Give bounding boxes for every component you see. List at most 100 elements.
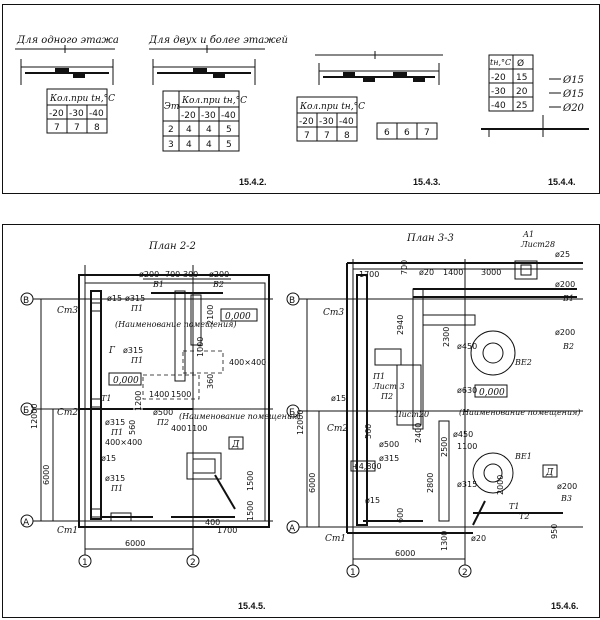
t2-temp-3: -40 [221, 111, 236, 121]
p33-d315a: ø315 [379, 454, 399, 463]
t3-extra-3: 7 [424, 128, 430, 138]
p22-h1000: 1000 [196, 337, 205, 357]
p22-h1100: 1100 [187, 424, 207, 433]
p22-h1500a: 1500 [171, 390, 191, 399]
p33-st1: Ст1 [325, 534, 346, 544]
bottom-figures-svg: План 2-2 В Б А 1 2 12000 6000 6000 [20, 230, 583, 611]
p33-d200c: ø200 [557, 482, 577, 491]
p22-dim-6000: 6000 [42, 465, 51, 485]
p22-d315a: ø315 [125, 294, 145, 303]
fig-label-15-4-6: 15.4.6. [551, 601, 579, 611]
t3-temp-2: -30 [319, 117, 334, 127]
p33-dim-6000: 6000 [308, 473, 317, 493]
t1-val-3: 8 [94, 123, 100, 133]
p33-be1: ВЕ1 [514, 452, 532, 461]
t4-row2-d: 20 [516, 87, 528, 97]
p22-h360: 360 [206, 374, 215, 389]
p22-room-b: (Наименование помещения) [179, 412, 301, 421]
t3-temp-3: -40 [339, 117, 354, 127]
p33-h1400: 1400 [443, 268, 463, 277]
fig-15-4-6-plan-3-3: План 3-3 В Б А 1 2 12000 6000 6000 Ст3 С… [286, 230, 583, 611]
p22-st1: Ст1 [57, 526, 78, 536]
p33-h1700: 1700 [359, 270, 379, 279]
fig-15-4-2-one-floor: Для одного этажа Кол.при tн,°С -20 -30 -… [15, 35, 119, 134]
plan-2-2-title: План 2-2 [148, 241, 196, 252]
t2-row2-floor: 3 [168, 140, 174, 150]
t3-temp-1: -20 [299, 117, 314, 127]
fig-15-4-3: Кол.при tн,°С -20 -30 -40 7 7 8 6 6 7 15… [296, 51, 443, 187]
p22-level-b: 0,000 [113, 376, 139, 386]
p33-a1: А1 [522, 230, 534, 239]
p22-h400b: 400 [205, 518, 220, 527]
p22-d200b: ø200 [209, 270, 229, 279]
p22-400x400a: 400×400 [229, 358, 266, 367]
p22-b1: В1 [152, 280, 164, 289]
p22-h1500b: 1500 [246, 471, 255, 491]
fig-label-15-4-5: 15.4.5. [238, 601, 266, 611]
t2-row1-floor: 2 [168, 125, 174, 135]
p22-h400a: 400 [171, 424, 186, 433]
p22-p1c: П1 [110, 428, 123, 437]
fig-15-4-2-two-floors: Для двух и более этажей Эт Кол.при tн,°С… [148, 35, 288, 187]
p33-axis-2-label: 2 [462, 568, 468, 578]
p33-st2: Ст2 [327, 424, 348, 434]
p33-axis-v-label: В [289, 296, 295, 306]
t3-extra-2: 6 [404, 128, 410, 138]
p22-d700: 700 [165, 270, 180, 279]
p33-d630: ø630 [457, 386, 477, 395]
p33-d450a: ø450 [457, 342, 477, 351]
p33-h2500: 2500 [440, 437, 449, 457]
t2-row1-v1: 4 [186, 125, 192, 135]
p33-p2: П2 [380, 392, 393, 401]
p22-h1400: 1400 [149, 390, 169, 399]
p22-d315c: ø315 [105, 418, 125, 427]
t4-header-d: Ø [517, 58, 524, 69]
fig-label-15-4-4: 15.4.4. [548, 177, 576, 187]
p22-p2: П2 [156, 418, 169, 427]
fig-15-4-4: tн,°С Ø -20 15 -30 20 -40 25 Ø15 Ø15 Ø20… [481, 54, 589, 187]
p22-h1200: 1200 [134, 391, 143, 411]
t3-header: Кол.при tн,°С [299, 102, 365, 112]
t1-temp-3: -40 [89, 109, 104, 119]
p22-t1: Т1 [101, 394, 111, 403]
t4-row1-d: 15 [516, 73, 527, 83]
p33-fan-be1 [472, 452, 514, 494]
t4-row1-t: -20 [491, 73, 506, 83]
p33-list20: Лист20 [394, 410, 429, 419]
axis-v-label: В [23, 296, 29, 306]
axis-2-label: 2 [190, 558, 196, 568]
caption-one-floor: Для одного этажа [16, 35, 119, 46]
p33-h2940: 2940 [396, 315, 405, 335]
p33-st3: Ст3 [323, 308, 344, 318]
p33-h700: 700 [400, 260, 409, 275]
p33-b1: В1 [562, 294, 574, 303]
p33-level2: +4,800 [352, 462, 382, 471]
t2-temp-1: -20 [181, 111, 196, 121]
bottom-figure-panel: План 2-2 В Б А 1 2 12000 6000 6000 [2, 224, 600, 618]
p22-st2: Ст2 [57, 408, 78, 418]
fig-15-4-5-plan-2-2: План 2-2 В Б А 1 2 12000 6000 6000 [20, 241, 301, 611]
t2-row1-v3: 5 [226, 125, 232, 135]
t4-dim-1: Ø15 [562, 75, 584, 86]
p33-h950: 950 [550, 524, 559, 539]
p33-dim-width: 6000 [395, 549, 415, 558]
p33-h560: 560 [364, 424, 373, 439]
p22-d300: 300 [183, 270, 198, 279]
p33-d20: ø20 [419, 268, 434, 277]
p22-outer-wall [78, 274, 270, 528]
p33-h2400: 2400 [414, 423, 423, 443]
p33-d: Д [545, 468, 554, 478]
p33-h2000: 2000 [496, 475, 505, 495]
t4-row2-t: -30 [491, 87, 506, 97]
p33-b2: В2 [562, 342, 574, 351]
p22-d: Д [231, 440, 240, 450]
p33-d200a: ø200 [555, 280, 575, 289]
t4-row3-d: 25 [516, 101, 527, 111]
t1-header: Кол.при tн,°С [49, 94, 115, 104]
p22-p1a: П1 [130, 304, 143, 313]
p33-d25: ø25 [555, 250, 570, 259]
p22-d315b: ø315 [123, 346, 143, 355]
t3-extra-1: 6 [384, 128, 390, 138]
axis-1-label: 1 [82, 558, 88, 568]
p22-p1-lower: П1 [110, 484, 123, 493]
